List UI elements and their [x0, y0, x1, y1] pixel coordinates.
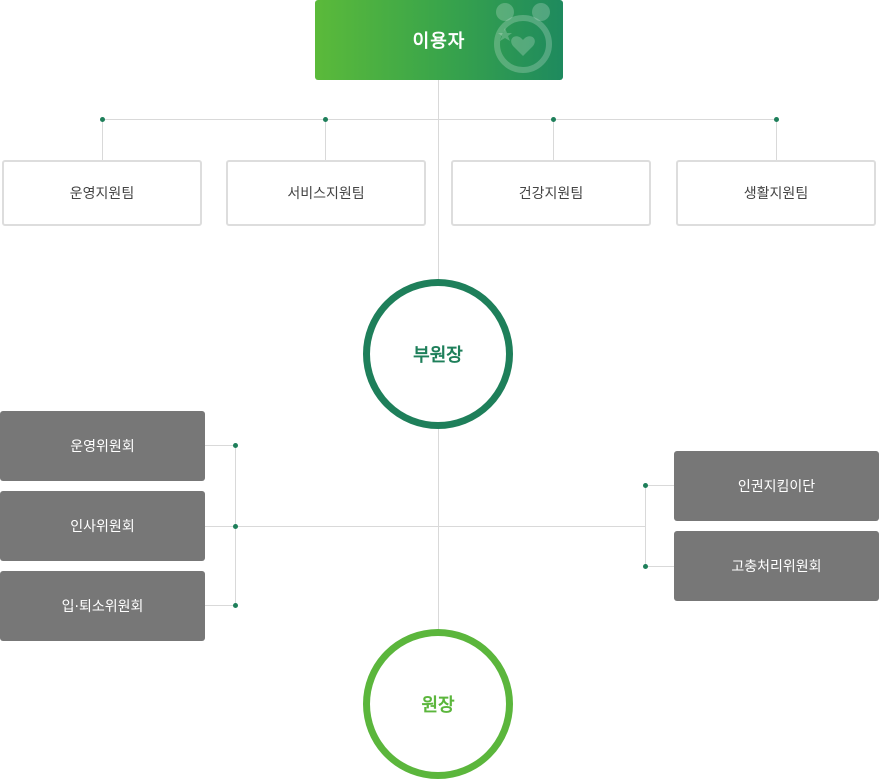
- connector-dot: [233, 524, 238, 529]
- connector-dot: [774, 117, 779, 122]
- director-label: 원장: [421, 695, 455, 716]
- connector-dot: [551, 117, 556, 122]
- connector-dot: [233, 603, 238, 608]
- left-bracket-stub: [205, 445, 235, 446]
- committee-box: 인권지킴이단: [674, 451, 879, 521]
- connector-dot: [323, 117, 328, 122]
- committee-box: 고충처리위원회: [674, 531, 879, 601]
- team-box: 운영지원팀: [2, 160, 202, 226]
- vice-director-node: 부원장: [363, 279, 513, 429]
- committee-box: 운영위원회: [0, 411, 205, 481]
- team-label: 건강지원팀: [518, 186, 584, 202]
- connector-dot: [643, 564, 648, 569]
- committee-label: 인사위원회: [70, 519, 135, 535]
- connector-dot: [233, 443, 238, 448]
- team-drop-connector: [102, 119, 103, 160]
- connector-dot: [100, 117, 105, 122]
- team-label: 생활지원팀: [743, 186, 809, 202]
- right-bracket-stub: [645, 566, 675, 567]
- mascot-watermark-icon: [494, 3, 552, 73]
- committee-horizontal-connector: [205, 526, 645, 527]
- team-box: 생활지원팀: [676, 160, 876, 226]
- committee-label: 고충처리위원회: [731, 559, 822, 575]
- committee-label: 인권지킴이단: [737, 479, 816, 495]
- user-node: 이용자: [315, 0, 563, 80]
- team-label: 서비스지원팀: [287, 186, 365, 202]
- team-drop-connector: [553, 119, 554, 160]
- team-box: 건강지원팀: [451, 160, 651, 226]
- team-box: 서비스지원팀: [226, 160, 426, 226]
- director-node: 원장: [363, 629, 513, 779]
- connector-dot: [643, 483, 648, 488]
- right-bracket-vertical: [645, 485, 646, 566]
- committee-label: 입·퇴소위원회: [61, 599, 144, 615]
- committee-box: 입·퇴소위원회: [0, 571, 205, 641]
- team-label: 운영지원팀: [69, 186, 135, 202]
- committee-label: 운영위원회: [70, 439, 135, 455]
- committee-box: 인사위원회: [0, 491, 205, 561]
- right-bracket-stub: [645, 485, 675, 486]
- user-node-label: 이용자: [412, 31, 466, 52]
- team-horizontal-connector: [102, 119, 777, 120]
- team-drop-connector: [325, 119, 326, 160]
- team-drop-connector: [776, 119, 777, 160]
- vice-director-label: 부원장: [413, 345, 463, 366]
- left-bracket-stub: [205, 605, 235, 606]
